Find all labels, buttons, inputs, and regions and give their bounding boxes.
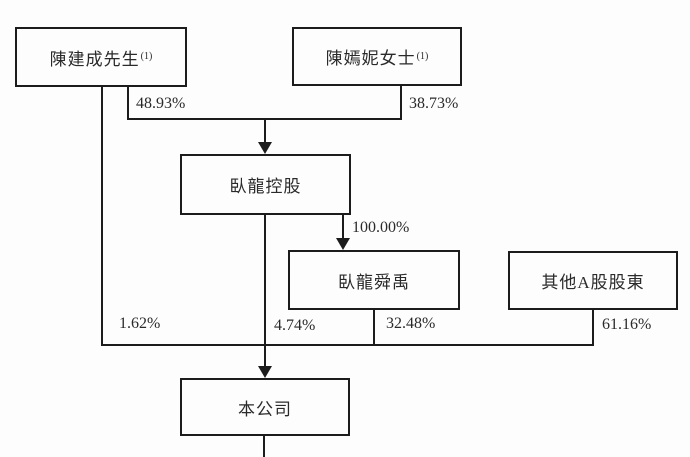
connector-merge-horizontal bbox=[101, 344, 594, 346]
arrow-down-icon bbox=[258, 142, 272, 154]
connector-jiancheng-to-merge-vertical bbox=[101, 87, 103, 346]
pct-jiancheng-to-holdings: 48.93% bbox=[136, 95, 186, 112]
node-chen-yanni-label: 陳嫣妮女士 bbox=[325, 49, 416, 68]
node-wolong-holdings: 臥龍控股 bbox=[180, 154, 351, 215]
connector-company-down-vertical bbox=[263, 436, 265, 457]
connector-jiancheng-down-vertical bbox=[127, 87, 129, 120]
node-wolong-shunyu-label: 臥龍舜禹 bbox=[338, 272, 410, 292]
pct-holdings-to-company: 4.74% bbox=[274, 317, 316, 334]
pct-other-a-to-company: 61.16% bbox=[602, 316, 652, 333]
pct-holdings-to-shunyu: 100.00% bbox=[352, 219, 410, 236]
connector-shunyu-down-vertical bbox=[373, 310, 375, 346]
node-chen-jiancheng-label: 陳建成先生 bbox=[49, 49, 140, 69]
footnote-marker: (1) bbox=[416, 50, 429, 62]
node-the-company-label: 本公司 bbox=[238, 399, 292, 419]
pct-jiancheng-to-company: 1.62% bbox=[119, 315, 161, 332]
node-other-a-shareholders-label: 其他A股股東 bbox=[541, 273, 645, 292]
connector-arrow-stem-to-holdings bbox=[264, 118, 266, 146]
pct-shunyu-to-company: 32.48% bbox=[386, 315, 436, 332]
connector-yanni-down-vertical bbox=[400, 86, 402, 120]
node-other-a-shareholders: 其他A股股東 bbox=[508, 251, 678, 310]
footnote-marker: (1) bbox=[140, 51, 153, 62]
node-chen-jiancheng: 陳建成先生(1) bbox=[15, 27, 187, 87]
node-wolong-shunyu: 臥龍舜禹 bbox=[288, 250, 460, 310]
connector-other-a-down-vertical bbox=[592, 310, 594, 346]
connector-arrow-stem-to-shunyu bbox=[342, 215, 344, 242]
arrow-down-icon bbox=[336, 238, 350, 250]
arrow-down-icon bbox=[258, 366, 272, 378]
node-wolong-holdings-label: 臥龍控股 bbox=[229, 177, 302, 196]
pct-yanni-to-holdings: 38.73% bbox=[409, 95, 459, 112]
connector-holdings-to-company-vertical bbox=[264, 215, 266, 368]
node-the-company: 本公司 bbox=[180, 378, 350, 436]
node-chen-yanni: 陳嫣妮女士(1) bbox=[292, 27, 462, 86]
